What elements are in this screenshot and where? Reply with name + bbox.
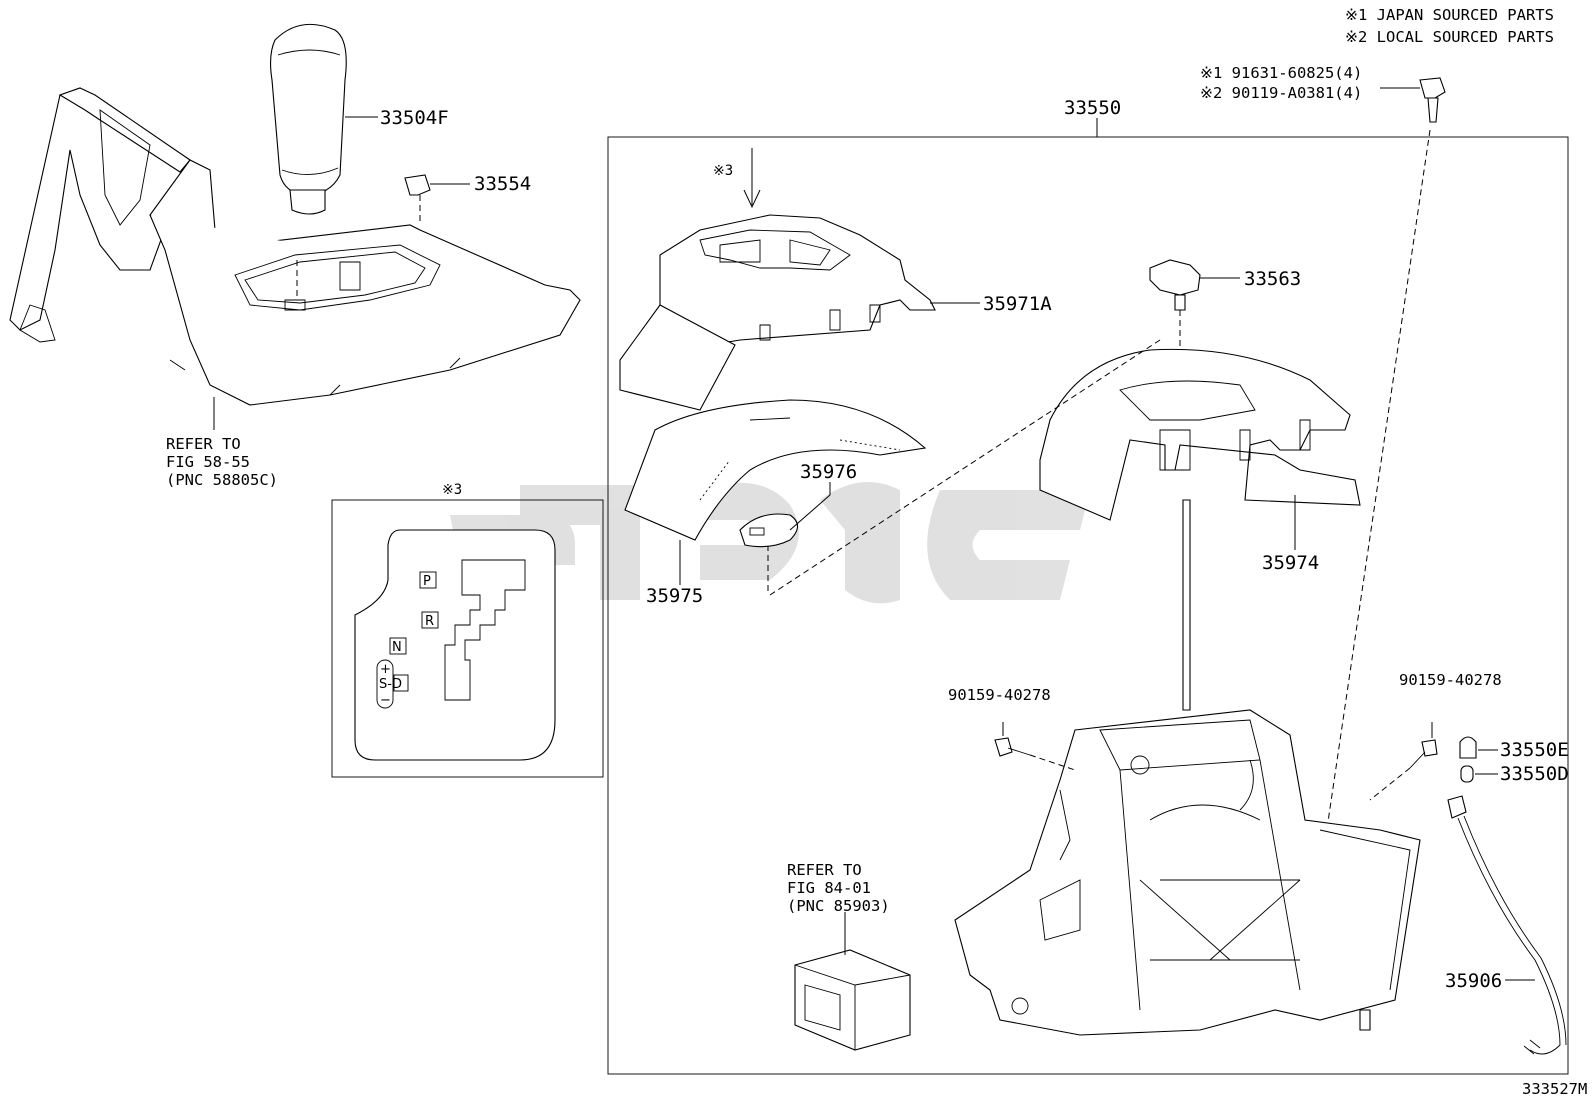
label-bolt-japan: ※1 91631-60825(4) (1200, 64, 1362, 82)
label-33550: 33550 (1064, 97, 1121, 119)
assembly-frame (607, 136, 1569, 1075)
gear-N-label: N (392, 640, 402, 655)
label-35906: 35906 (1445, 970, 1502, 992)
gear-P-label: P (423, 574, 431, 589)
gear-manual-gate (376, 659, 394, 709)
computer-ref-line3: (PNC 85903) (787, 897, 890, 915)
watermark-stroke-3 (700, 482, 799, 580)
label-screw-right: 90159-40278 (1399, 671, 1502, 689)
console-ref-line2: FIG 58-55 (166, 453, 250, 471)
watermark-stroke-5 (927, 490, 1090, 600)
gear-P-box (419, 571, 437, 589)
screw-right-dashed (1369, 767, 1411, 801)
label-screw-left: 90159-40278 (948, 686, 1051, 704)
legend-note-japan: ※1 JAPAN SOURCED PARTS (1345, 6, 1554, 24)
computer-module (794, 949, 911, 1051)
shift-lever-base (954, 499, 1421, 1036)
watermark-stroke-2 (520, 485, 640, 600)
bolt-dashed-line (1314, 129, 1431, 911)
socket-33550D (1460, 765, 1474, 783)
clip-33554 (404, 174, 431, 196)
console-ref-line1: REFER TO (166, 435, 241, 453)
bulb-33550E (1459, 736, 1477, 759)
console-panel (9, 87, 581, 406)
gear-N-box (389, 637, 407, 655)
gate-indicator-plate: P R N + S-D − (354, 529, 556, 761)
position-plate-35976 (739, 513, 799, 548)
screw-right (1409, 739, 1438, 769)
label-33550E: 33550E (1500, 739, 1569, 761)
switch-33563 (1149, 259, 1201, 311)
label-33563: 33563 (1244, 268, 1301, 290)
watermark-stroke-4 (820, 482, 900, 604)
gear-D-box (393, 674, 409, 692)
label-35975: 35975 (646, 585, 703, 607)
label-35976: 35976 (800, 461, 857, 483)
gear-SD-label: S-D (379, 677, 402, 692)
legend-note-local: ※2 LOCAL SOURCED PARTS (1345, 28, 1554, 46)
gear-plus-label: + (380, 662, 391, 677)
screw-left (994, 737, 1031, 757)
screw-left-dashed (1029, 754, 1076, 771)
housing-cover-35971A (619, 214, 936, 411)
indicator-housing-35974 (1039, 348, 1361, 521)
label-33504F: 33504F (380, 107, 449, 129)
label-bolt-local: ※2 90119-A0381(4) (1200, 84, 1362, 102)
computer-ref-line1: REFER TO (787, 861, 862, 879)
gate-inset-frame (331, 499, 604, 778)
slide-plate-35975 (624, 399, 927, 541)
wire-35906 (1447, 795, 1567, 1055)
label-33554: 33554 (474, 173, 531, 195)
position-plate-leader (789, 494, 831, 531)
label-35971A: 35971A (983, 293, 1052, 315)
gear-R-label: R (425, 614, 434, 629)
label-35974: 35974 (1262, 552, 1319, 574)
computer-ref-line2: FIG 84-01 (787, 879, 871, 897)
gear-minus-label: − (380, 693, 391, 708)
inset-note-mark: ※3 (442, 482, 462, 498)
gear-R-box (421, 611, 439, 629)
bolt (1419, 77, 1446, 123)
alignment-dashed-line (769, 339, 1161, 596)
watermark-logo (450, 482, 1090, 604)
diagram-id: 333527M (1522, 1080, 1587, 1098)
note3-arrow-head (743, 189, 761, 209)
label-33550D: 33550D (1500, 763, 1569, 785)
note3-mark: ※3 (713, 163, 733, 179)
console-ref-line3: (PNC 58805C) (166, 471, 278, 489)
shift-knob (269, 23, 347, 215)
